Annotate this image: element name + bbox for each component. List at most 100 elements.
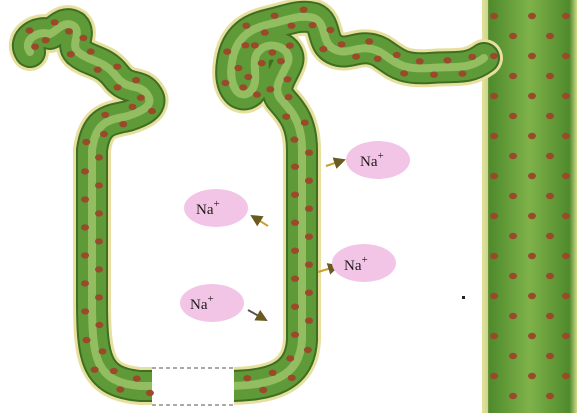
duct-nucleus-dot [562,293,570,299]
nucleus-dot [309,22,317,28]
arrow-to-na-top-right [326,160,344,166]
nucleus-dot [26,27,34,33]
duct-nucleus-dot [528,293,536,299]
nucleus-dot [95,266,103,272]
nucleus-dot [81,252,89,258]
duct-nucleus-dot [528,333,536,339]
ion-na-left-lower: Na+ [180,284,244,322]
nucleus-dot [291,164,299,170]
nucleus-dot [243,375,251,381]
nucleus-dot [416,58,424,64]
nucleus-dot [393,52,401,58]
duct-nucleus-dot [546,113,554,119]
duct-nucleus-dot [528,253,536,259]
nucleus-dot [266,86,274,92]
nucleus-dot [305,150,313,156]
nucleus-dot [95,210,103,216]
nucleus-dot [42,37,50,43]
duct-nucleus-dot [546,313,554,319]
nucleus-dot [338,41,346,47]
nucleus-dot [244,74,252,80]
nucleus-dot [300,7,308,13]
nucleus-dot [65,28,73,34]
nucleus-dot [271,13,279,19]
nucleus-dot [286,42,294,48]
arrow-to-na-left-upper [252,216,268,226]
nucleus-dot [288,375,296,381]
nucleus-dot [305,206,313,212]
nucleus-dot [291,192,299,198]
duct-nucleus-dot [562,253,570,259]
nucleus-dot [291,220,299,226]
nucleus-dot [91,367,99,373]
nucleus-dot [94,67,102,73]
nucleus-dot [101,112,109,118]
nucleus-dot [87,48,95,54]
nucleus-dot [291,332,299,338]
nucleus-dot [137,95,145,101]
nucleus-dot [67,51,75,57]
nucleus-dot [285,94,293,100]
duct-nucleus-dot [546,73,554,79]
nucleus-dot [458,70,466,76]
nucleus-dot [99,348,107,354]
ion-na-right-lower: Na+ [332,244,396,282]
nucleus-dot [468,54,476,60]
nucleus-dot [374,56,382,62]
nucleus-dot [284,76,292,82]
duct-nucleus-dot [509,73,517,79]
nucleus-dot [268,49,276,55]
duct-nucleus-dot [490,373,498,379]
nucleus-dot [319,46,327,52]
duct-nucleus-dot [509,313,517,319]
duct-nucleus-dot [509,193,517,199]
nucleus-dot [242,42,250,48]
duct-nucleus-dot [490,293,498,299]
nucleus-dot [51,19,59,25]
duct-nucleus-dot [562,53,570,59]
ion-na-top-right: Na+ [346,141,410,179]
nucleus-dot [132,77,140,83]
nucleus-dot [282,113,290,119]
duct-nucleus-dot [490,133,498,139]
duct-nucleus-dot [528,133,536,139]
nucleus-dot [81,308,89,314]
duct-nucleus-dot [546,153,554,159]
duct-nucleus-dot [509,113,517,119]
nucleus-dot [277,58,285,64]
nucleus-dot [305,234,313,240]
nucleus-dot [305,178,313,184]
nucleus-dot [95,238,103,244]
nucleus-dot [400,70,408,76]
nucleus-dot [286,355,294,361]
duct-nucleus-dot [562,213,570,219]
duct-nucleus-dot [509,233,517,239]
nucleus-dot [291,304,299,310]
duct-nucleus-dot [490,53,498,59]
duct-nucleus-dot [528,53,536,59]
duct-nucleus-dot [546,33,554,39]
duct-nucleus-dot [490,13,498,19]
loop-cut-gap [152,366,234,408]
nucleus-dot [133,375,141,381]
nucleus-dot [82,139,90,145]
nucleus-dot [258,60,266,66]
nucleus-dot [221,80,229,86]
nucleus-dot [365,38,373,44]
nucleus-dot [291,276,299,282]
duct-nucleus-dot [546,233,554,239]
duct-nucleus-dot [562,133,570,139]
duct-nucleus-dot [528,213,536,219]
duct-nucleus-dot [509,33,517,39]
nucleus-dot [83,337,91,343]
nucleus-dot [100,131,108,137]
nucleus-dot [95,294,103,300]
duct-nucleus-dot [546,273,554,279]
nucleus-dot [113,63,121,69]
nucleus-dot [81,168,89,174]
nucleus-dot [444,57,452,63]
nucleus-dot [129,104,137,110]
nucleus-dot [242,23,250,29]
duct-nucleus-dot [562,373,570,379]
nucleus-dot [31,44,39,50]
